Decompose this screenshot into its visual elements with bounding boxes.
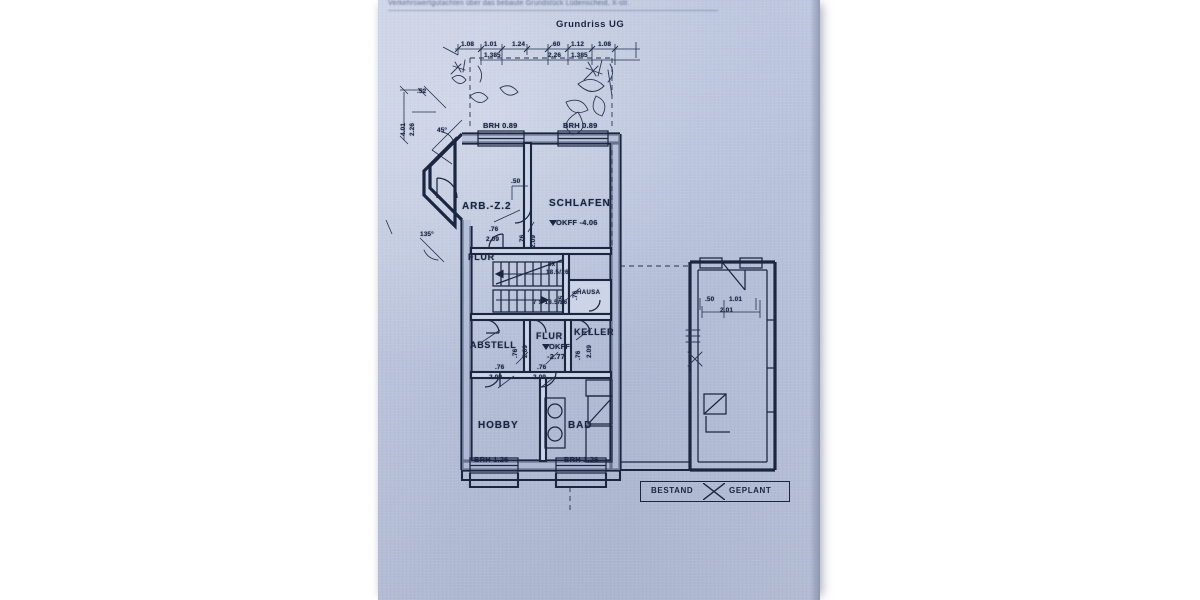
door-dim-7-w: .76 <box>495 364 505 371</box>
stair-riser-lower: 7 x 18.5/26 <box>533 300 568 306</box>
room-label-hobby: HOBBY <box>478 420 519 431</box>
top-dim-r2-3: 1.385 <box>571 52 588 59</box>
paper-right-edge-shadow <box>811 0 820 600</box>
room-label-bad: BAD <box>568 420 593 431</box>
room-label-schlafen: SCHLAFEN <box>549 198 611 209</box>
right-annex <box>620 257 777 472</box>
top-dim-r1-1: 1.08 <box>461 41 475 48</box>
room-label-flur-mitte: FLUR <box>536 331 563 341</box>
level-okff-flur-value: -2.77 <box>547 352 566 361</box>
legend-cross-icon <box>703 483 725 500</box>
legend-label-geplant: GEPLANT <box>729 486 772 495</box>
level-okff-schlafen: OKFF -4.06 <box>556 218 598 227</box>
level-marker-icon-flur <box>542 344 550 350</box>
left-dim-upper: .52 <box>417 88 427 95</box>
room-label-flur-oben: FLUR <box>468 252 495 262</box>
sill-height-hobby: BRH 1.26 <box>474 455 509 464</box>
top-dim-r2-2: 2.26 <box>548 52 562 59</box>
door-dim-7-h: 2.09 <box>489 374 503 381</box>
door-swings <box>436 177 601 388</box>
boundary-dashed-lines <box>469 57 613 250</box>
door-dim-5-w: .76 <box>512 348 519 358</box>
sill-height-arbeitszimmer: BRH 0.89 <box>483 121 518 130</box>
door-dim-2-h: 2.09 <box>486 236 500 243</box>
sill-height-schlafen: BRH 0.89 <box>563 121 598 130</box>
vegetation-sketch <box>450 59 613 135</box>
top-dim-r1-6: 1.08 <box>598 41 612 48</box>
interior-partitions <box>469 141 613 463</box>
door-dim-3-h: 2.09 <box>530 234 537 248</box>
top-dim-r1-4: .60 <box>551 41 561 48</box>
door-dim-6-h: 2.09 <box>586 344 593 358</box>
level-marker-icon-schlafen <box>549 220 557 226</box>
left-dim-stack-top: 4.01 <box>400 122 407 136</box>
level-okff-flur: OKFF <box>549 342 571 351</box>
door-dim-2-w: .76 <box>489 226 499 233</box>
room-label-hausanschluss: HAUSA <box>577 290 601 296</box>
top-dim-r1-5: 1.12 <box>571 41 585 48</box>
top-dim-r1-3: 1.24 <box>512 41 526 48</box>
door-dim-8-h: 2.09 <box>533 374 547 381</box>
legend-box: BESTAND GEPLANT <box>640 481 790 502</box>
north-window-openings <box>477 130 609 147</box>
annex-hatch-sketch <box>685 329 703 393</box>
annex-dim-total: 2.01 <box>720 307 734 314</box>
angle-label-45: 45° <box>437 127 448 134</box>
plan-title: Grundriss UG <box>556 19 625 30</box>
room-label-abstell: ABSTELL <box>470 340 517 350</box>
door-dim-6-w: .76 <box>575 350 582 360</box>
report-header-text: Verkehrswertgutachten über das bebaute G… <box>388 0 718 11</box>
legend-label-bestand: BESTAND <box>651 486 694 495</box>
door-dim-4-w: .76 <box>572 290 579 300</box>
door-dim-1-w: .50 <box>511 178 521 185</box>
left-dim-stack-bottom: 2.26 <box>409 122 416 136</box>
angle-label-135: 135° <box>420 231 434 238</box>
top-dim-r2-1: 1.385 <box>484 52 501 59</box>
wall-poche <box>462 134 620 470</box>
top-dimension-chain <box>442 42 640 65</box>
annex-dim-a: .50 <box>705 296 715 303</box>
top-dim-r1-2: 1.01 <box>484 41 498 48</box>
stair-count-upper: 8x <box>548 262 556 268</box>
room-label-arbeitszimmer: ARB.-Z.2 <box>462 201 512 212</box>
south-window-openings <box>460 457 622 489</box>
room-label-keller: KELLER <box>574 327 615 337</box>
door-dim-3-w: .76 <box>519 234 526 244</box>
interior-dimension-ticks <box>481 185 593 389</box>
staircase <box>492 259 564 313</box>
left-dimension-group <box>385 85 463 263</box>
bathroom-fixtures <box>544 379 613 463</box>
door-dim-5-h: 2.09 <box>522 344 529 358</box>
door-dim-9-w: .75 <box>558 295 565 305</box>
door-dim-8-w: .76 <box>537 364 547 371</box>
annex-dim-b: 1.01 <box>729 296 743 303</box>
sill-height-bad: BRH 1.26 <box>564 455 599 464</box>
stair-riser-upper: 18.5/26 <box>546 270 569 276</box>
